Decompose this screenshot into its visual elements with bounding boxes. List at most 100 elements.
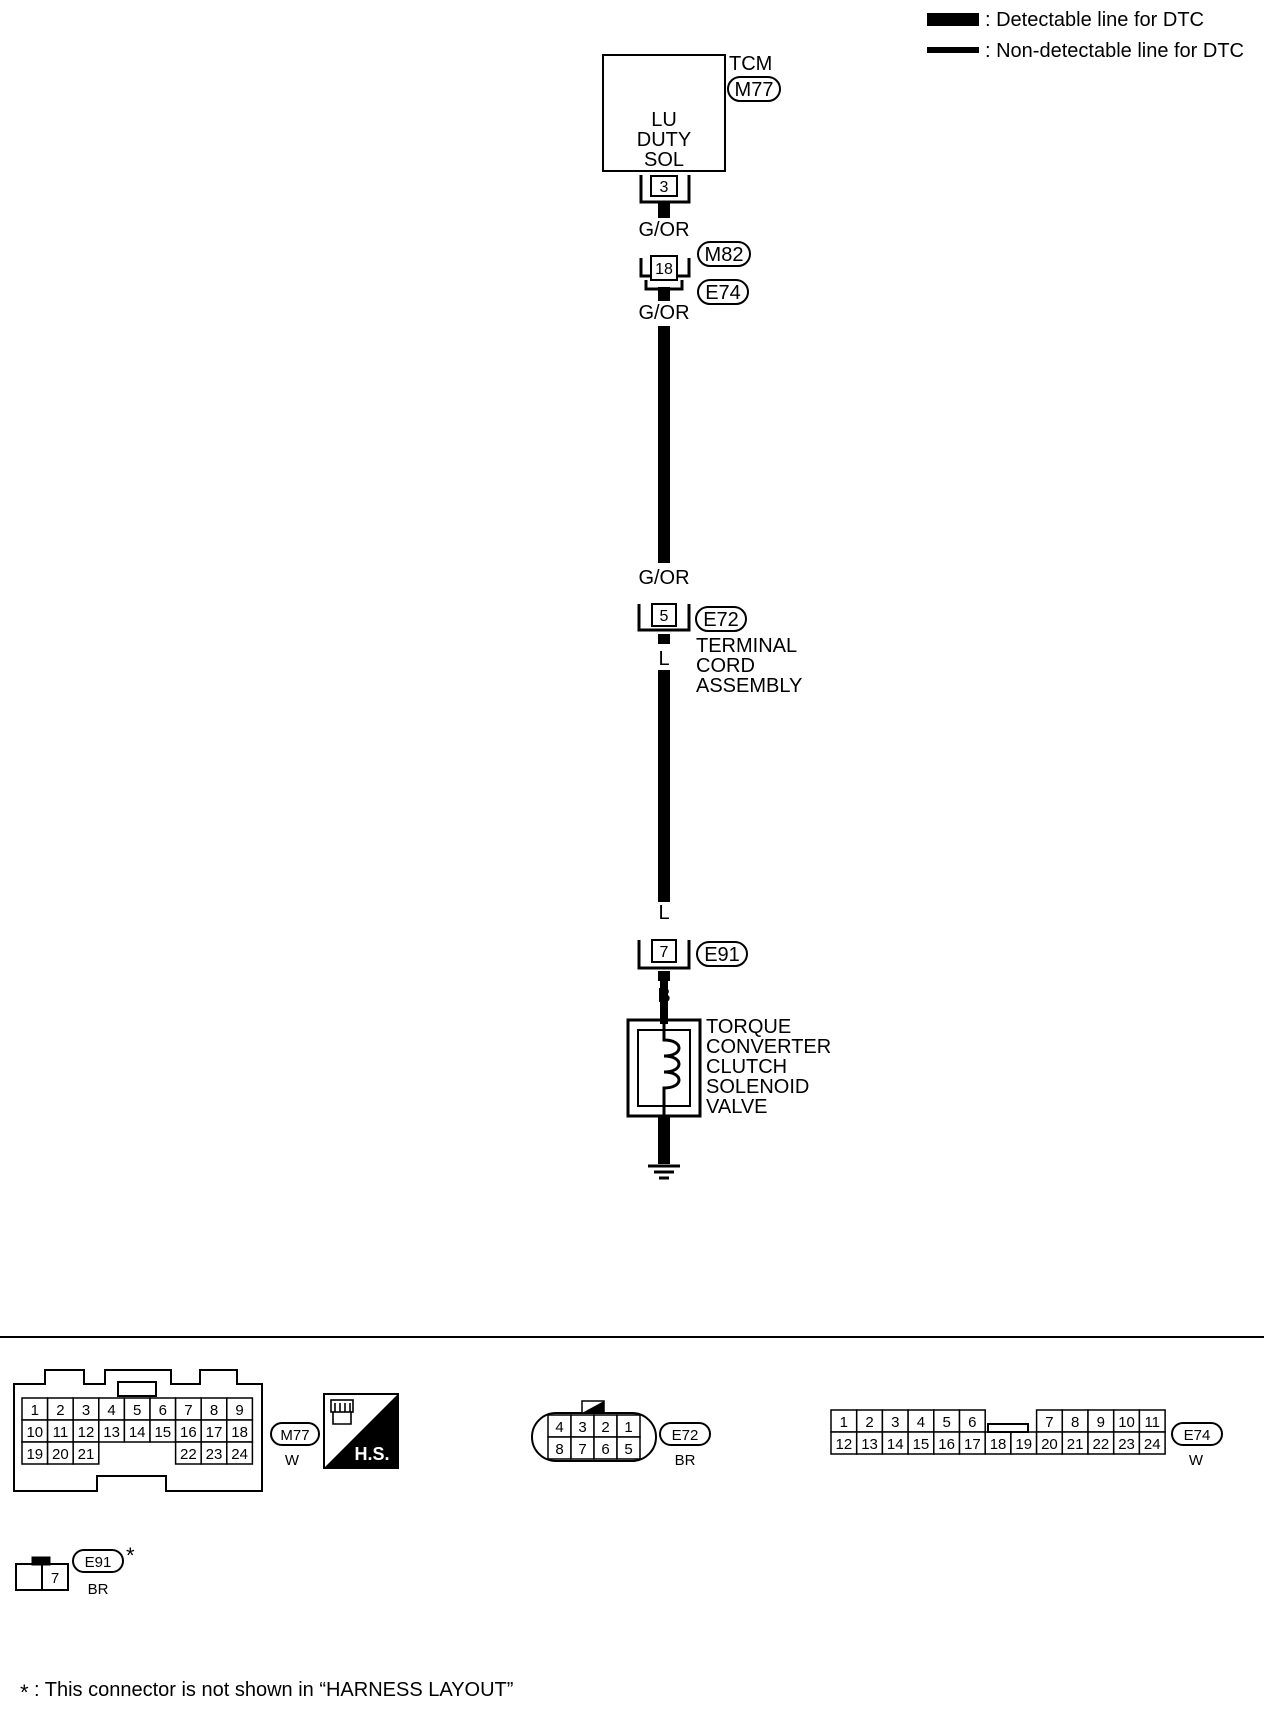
m77-pin: 7 xyxy=(184,1402,192,1419)
tcm-pin-number: 3 xyxy=(660,179,669,196)
solenoid-coil-icon xyxy=(662,1024,681,1116)
e74-pin-cell xyxy=(1138,1431,1166,1455)
e74-pin: 14 xyxy=(887,1436,904,1453)
e74-pin: 7 xyxy=(1045,1414,1053,1431)
terminal-cord-tag: E72 xyxy=(695,606,747,632)
e91-id: E91 xyxy=(85,1554,112,1571)
e74-pin: 16 xyxy=(938,1436,955,1453)
terminal-cord-pin-number: 5 xyxy=(660,608,669,625)
joint-lower-id: E74 xyxy=(705,282,741,304)
e74-pin: 1 xyxy=(840,1414,848,1431)
terminal-cord-connector: 5 E72 TERMINAL CORD ASSEMBLY xyxy=(637,603,802,697)
m77-pin-cell xyxy=(72,1441,100,1465)
e72-id: E72 xyxy=(672,1427,699,1444)
wire-color-e91-in: L xyxy=(658,902,669,924)
wire-segment-e91-out xyxy=(658,971,670,981)
e74-pin: 5 xyxy=(942,1414,950,1431)
joint-connector: 18 M82 E74 xyxy=(639,241,751,305)
legend-detectable-swatch xyxy=(927,13,979,26)
m77-id: M77 xyxy=(280,1427,309,1444)
m77-pin-cell xyxy=(226,1441,254,1465)
e74-pin: 2 xyxy=(865,1414,873,1431)
e74-tag: E74 xyxy=(1171,1422,1223,1446)
footnote: * : This connector is not shown in “HARN… xyxy=(20,1679,513,1705)
e72-pin: 2 xyxy=(601,1419,609,1436)
m77-color: W xyxy=(285,1452,300,1469)
connector-view-e91: 7 E91 * BR xyxy=(15,1543,135,1598)
m77-pin: 18 xyxy=(231,1424,248,1441)
legend-detectable-label: : Detectable line for DTC xyxy=(985,9,1204,31)
solenoid-connector-pin-number: 7 xyxy=(660,944,669,961)
e72-pin: 3 xyxy=(578,1419,586,1436)
m77-pin: 13 xyxy=(103,1424,120,1441)
wire-color-terminal-out: L xyxy=(658,648,669,670)
m77-pin: 15 xyxy=(154,1424,171,1441)
joint-pin-number: 18 xyxy=(655,261,673,278)
m77-pin: 8 xyxy=(210,1402,218,1419)
m77-tag: M77 xyxy=(270,1422,320,1446)
wire-segment-ground xyxy=(658,1116,670,1164)
m77-pin: 17 xyxy=(206,1424,223,1441)
m77-pin: 19 xyxy=(26,1446,43,1463)
e74-pin: 12 xyxy=(836,1436,853,1453)
e74-pin: 17 xyxy=(964,1436,981,1453)
m77-pin: 4 xyxy=(107,1402,115,1419)
solenoid-name-1: TORQUE xyxy=(706,1016,791,1038)
e72-pin: 5 xyxy=(624,1441,632,1458)
m77-pin: 23 xyxy=(206,1446,223,1463)
tcm-function-line-3: SOL xyxy=(644,149,684,171)
wire-segment-tcm-out xyxy=(658,202,670,218)
e72-color: BR xyxy=(675,1452,696,1469)
m77-pin: 16 xyxy=(180,1424,197,1441)
solenoid-name-3: CLUTCH xyxy=(706,1056,787,1078)
e91-tag: E91 xyxy=(72,1549,124,1573)
tcm-box xyxy=(602,54,726,172)
connector-hand-icon xyxy=(330,1399,354,1425)
e72-pin: 4 xyxy=(555,1419,563,1436)
e74-pin: 9 xyxy=(1097,1414,1105,1431)
tcm-connector-id: M77 xyxy=(735,79,774,101)
terminal-cord-name-1: TERMINAL xyxy=(696,635,797,657)
e74-pin: 8 xyxy=(1071,1414,1079,1431)
hs-badge-label: H.S. xyxy=(354,1444,389,1464)
e74-pin: 3 xyxy=(891,1414,899,1431)
footnote-mark: * xyxy=(20,1680,29,1705)
m77-pin: 21 xyxy=(78,1446,95,1463)
m77-latch xyxy=(117,1381,157,1397)
e72-tag: E72 xyxy=(659,1422,711,1446)
m77-pin: 10 xyxy=(26,1424,43,1441)
e74-pin: 23 xyxy=(1118,1436,1135,1453)
tcm-pin-connector: 3 xyxy=(639,175,691,204)
e74-id: E74 xyxy=(1184,1427,1211,1444)
m77-pin: 9 xyxy=(235,1402,243,1419)
e74-color: W xyxy=(1189,1452,1204,1469)
tcm-title: TCM xyxy=(729,53,772,75)
e91-color: BR xyxy=(88,1581,109,1598)
m77-pin: 2 xyxy=(56,1402,64,1419)
hs-badge: H.S. xyxy=(323,1393,399,1469)
m77-pin: 22 xyxy=(180,1446,197,1463)
terminal-cord-name-2: CORD xyxy=(696,655,755,677)
e74-pin: 21 xyxy=(1067,1436,1084,1453)
e74-latch xyxy=(987,1423,1029,1433)
wire-color-joint-out: G/OR xyxy=(638,302,689,324)
terminal-cord-name-3: ASSEMBLY xyxy=(696,675,802,697)
m77-housing-outline xyxy=(13,1369,263,1492)
wire-segment-lower xyxy=(658,670,670,902)
solenoid-connector: 7 E91 xyxy=(637,939,748,970)
solenoid-connector-id: E91 xyxy=(704,944,740,966)
m77-pin: 14 xyxy=(129,1424,146,1441)
tcm-unit: TCM M77 LU DUTY SOL 3 xyxy=(602,53,781,204)
m77-pin: 1 xyxy=(31,1402,39,1419)
e74-pin: 15 xyxy=(913,1436,930,1453)
e74-pin: 4 xyxy=(917,1414,925,1431)
wire-color-tcm-out: G/OR xyxy=(638,219,689,241)
e72-pin: 6 xyxy=(601,1441,609,1458)
wire-segment-main xyxy=(658,326,670,563)
